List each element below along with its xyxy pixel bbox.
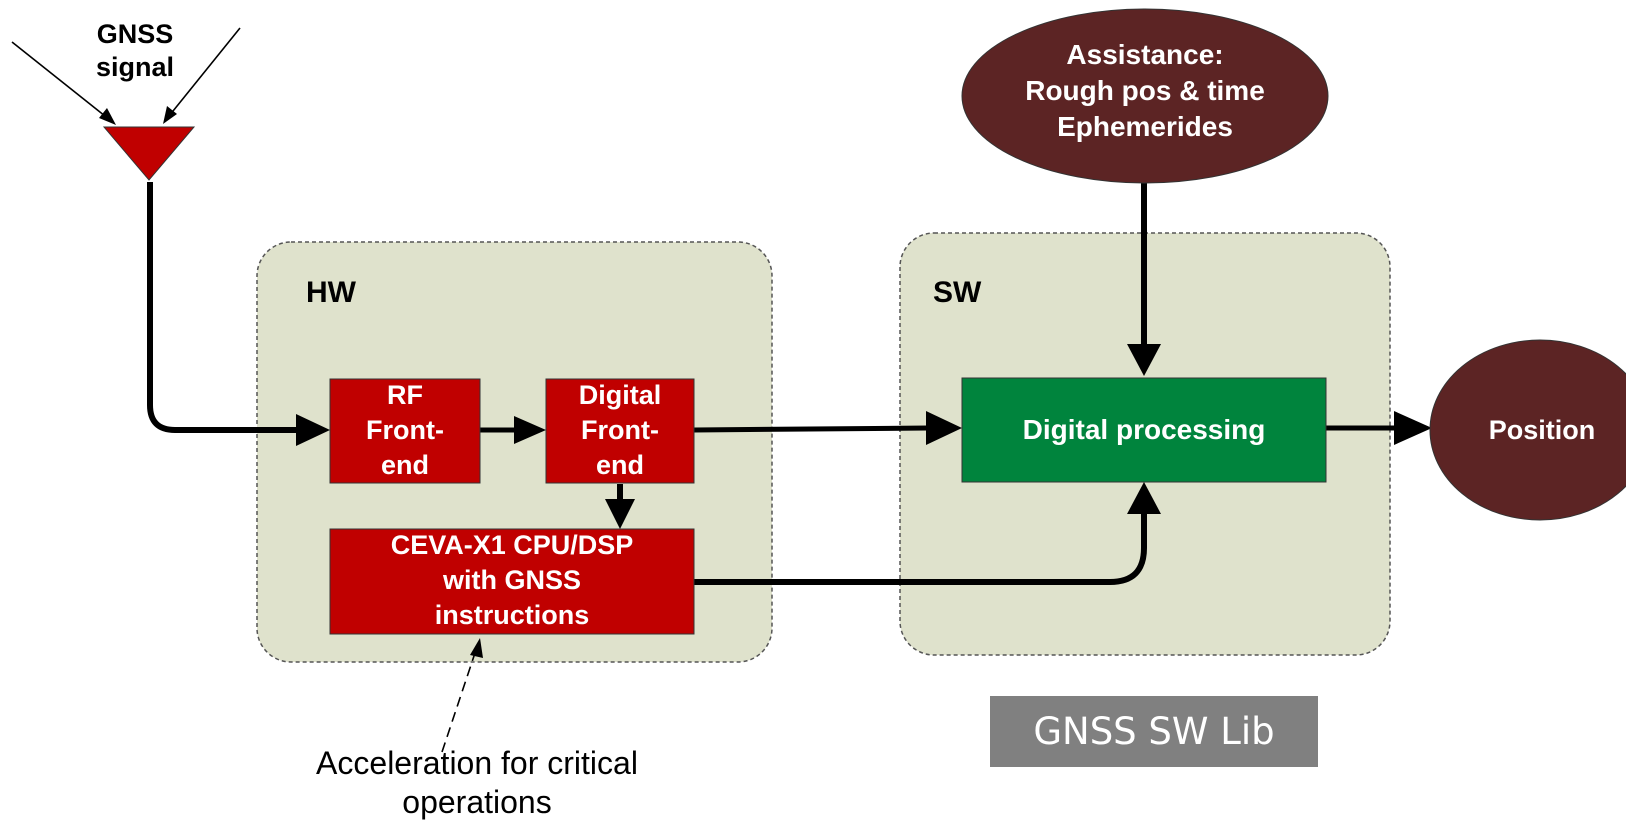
assistance-ellipse	[961, 8, 1329, 184]
digital-frontend-line-2: Front-	[581, 415, 659, 445]
gnss-sw-lib-badge: GNSS SW Lib	[990, 696, 1318, 767]
cpu-dsp-line-2: with GNSS	[442, 565, 581, 595]
gnss-signal-line-1: GNSS	[96, 19, 174, 49]
rf-frontend-line-2: Front-	[366, 415, 444, 445]
digital-frontend-line-1: Digital	[578, 380, 662, 410]
connector-cpu-to-processing	[694, 512, 1147, 585]
rf-frontend-line-1: RF	[387, 380, 423, 410]
connector-antenna-to-rf	[147, 182, 298, 433]
position-ellipse	[1429, 339, 1626, 521]
cpu-dsp-label: CEVA-X1 CPU/DSP with GNSS instructions	[330, 528, 694, 633]
signal-ray-left	[11, 41, 111, 121]
digital-processing-label: Digital processing	[1022, 414, 1266, 445]
assistance-label: Assistance: Rough pos & time Ephemerides	[962, 37, 1328, 145]
rf-frontend-label: RF Front- end	[330, 378, 480, 483]
annotation-dashed-line	[441, 649, 477, 753]
digital-frontend-box	[545, 378, 695, 484]
assistance-line-1: Assistance:	[1066, 39, 1224, 70]
arrowhead-processing-input	[926, 411, 962, 445]
position-label: Position	[1488, 415, 1596, 445]
acceleration-annotation: Acceleration for critical operations	[262, 744, 692, 822]
gnss-signal-line-2: signal	[95, 52, 175, 82]
arrowhead-cpu-input	[605, 499, 635, 529]
arrowhead-position-input	[1394, 411, 1432, 445]
antenna-icon	[102, 126, 196, 181]
acceleration-annotation-line-1: Acceleration for critical	[316, 745, 638, 781]
signal-ray-left-arrowhead	[99, 108, 116, 125]
gnss-signal-label: GNSS signal	[70, 18, 200, 84]
digital-frontend-label: Digital Front- end	[546, 378, 694, 483]
digital-processing-box	[961, 377, 1327, 483]
assistance-line-3: Ephemerides	[1057, 111, 1233, 142]
cpu-dsp-box	[329, 528, 695, 635]
signal-ray-right-arrowhead	[163, 106, 177, 124]
assistance-line-2: Rough pos & time	[1025, 75, 1265, 106]
cpu-dsp-line-3: instructions	[434, 600, 590, 630]
arrowhead-rf-input	[296, 414, 330, 446]
rf-frontend-line-3: end	[380, 450, 429, 480]
cpu-dsp-line-1: CEVA-X1 CPU/DSP	[390, 530, 634, 560]
rf-frontend-box	[329, 378, 481, 484]
annotation-arrowhead	[470, 638, 483, 658]
connector-digital-to-processing	[693, 425, 929, 433]
arrowhead-processing-bottom-input	[1127, 482, 1161, 514]
sw-group-label: SW	[933, 276, 982, 309]
arrowhead-processing-top-input	[1127, 344, 1161, 376]
hw-group-label: HW	[306, 276, 356, 309]
arrowhead-digital-input	[514, 416, 546, 444]
digital-frontend-line-3: end	[595, 450, 644, 480]
acceleration-annotation-line-2: operations	[402, 784, 552, 820]
signal-ray-right	[168, 27, 241, 117]
